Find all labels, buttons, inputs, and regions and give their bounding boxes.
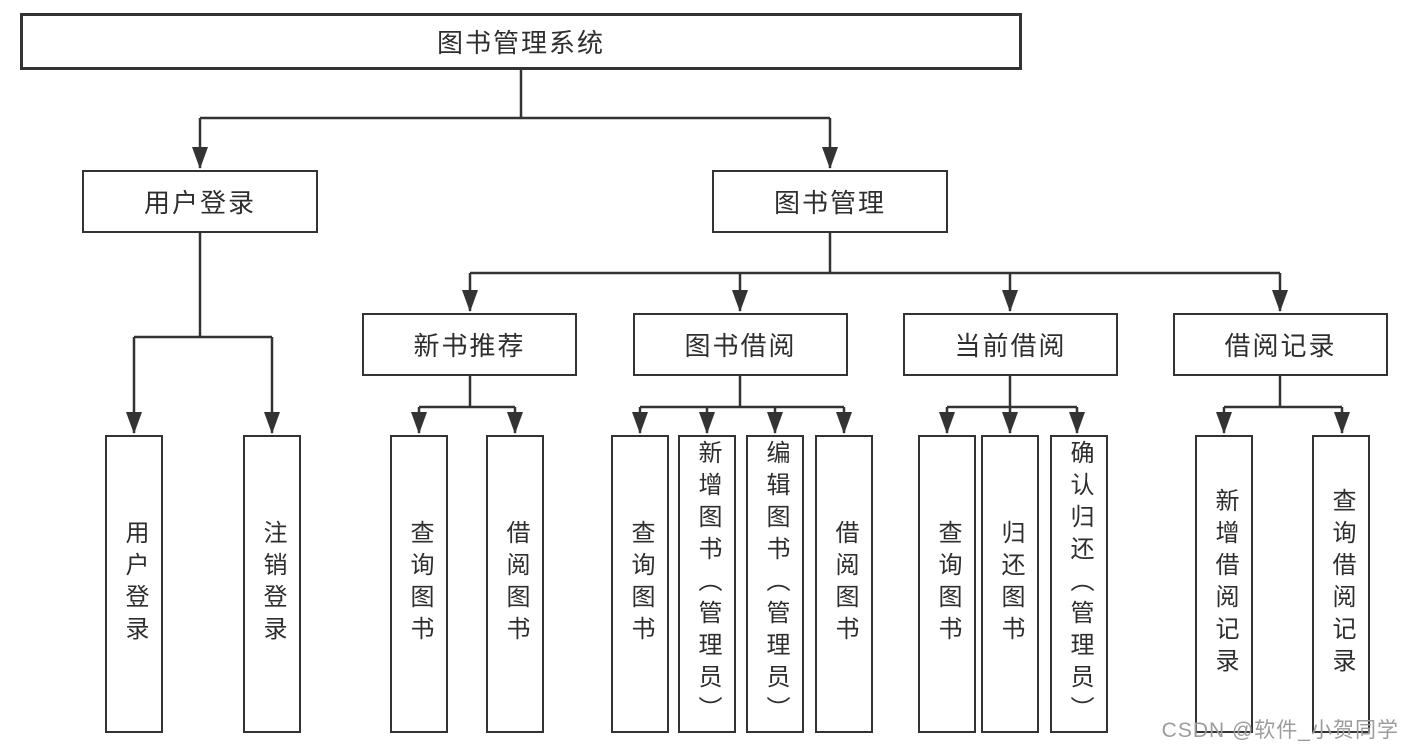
node-leaf-query-book-borrow-label: 查询图书	[627, 520, 654, 648]
node-root-label: 图书管理系统	[436, 28, 605, 58]
node-leaf-logout-login: 注销登录	[243, 435, 301, 733]
node-leaf-query-borrow-record: 查询借阅记录	[1312, 435, 1370, 733]
node-leaf-return-book-label: 归还图书	[997, 520, 1024, 648]
node-leaf-user-login: 用户登录	[105, 435, 163, 733]
node-user-login-label: 用户登录	[143, 188, 256, 218]
node-book-management: 图书管理	[712, 170, 948, 233]
node-leaf-return-book: 归还图书	[981, 435, 1039, 733]
node-book-management-label: 图书管理	[773, 188, 886, 218]
node-book-borrow-label: 图书借阅	[684, 331, 797, 361]
node-leaf-borrow-book-label: 借阅图书	[831, 520, 858, 648]
node-leaf-query-book-current-label: 查询图书	[934, 520, 961, 648]
node-current-borrow-label: 当前借阅	[954, 331, 1067, 361]
node-borrow-record-label: 借阅记录	[1224, 331, 1337, 361]
node-leaf-add-book-admin: 新增图书（管理员）	[678, 435, 736, 733]
node-borrow-record: 借阅记录	[1173, 313, 1388, 376]
node-leaf-borrow-book-recommend-label: 借阅图书	[502, 520, 529, 648]
node-book-borrow: 图书借阅	[633, 313, 848, 376]
node-leaf-query-book-recommend-label: 查询图书	[406, 520, 433, 648]
node-leaf-confirm-return-admin: 确认归还（管理员）	[1050, 435, 1108, 733]
node-leaf-query-book-current: 查询图书	[918, 435, 976, 733]
node-leaf-borrow-book-recommend: 借阅图书	[486, 435, 544, 733]
node-leaf-add-book-admin-label: 新增图书（管理员）	[694, 440, 721, 728]
node-leaf-logout-login-label: 注销登录	[259, 520, 286, 648]
node-root: 图书管理系统	[20, 13, 1022, 70]
node-new-book-recommend: 新书推荐	[362, 313, 577, 376]
node-current-borrow: 当前借阅	[903, 313, 1118, 376]
node-leaf-user-login-label: 用户登录	[121, 520, 148, 648]
csdn-watermark: CSDN @软件_小贺同学	[1161, 719, 1399, 742]
node-leaf-query-borrow-record-label: 查询借阅记录	[1328, 488, 1355, 680]
node-leaf-add-borrow-record-label: 新增借阅记录	[1211, 488, 1238, 680]
node-leaf-borrow-book: 借阅图书	[815, 435, 873, 733]
node-leaf-edit-book-admin: 编辑图书（管理员）	[746, 435, 804, 733]
node-leaf-query-book-borrow: 查询图书	[611, 435, 669, 733]
node-leaf-query-book-recommend: 查询图书	[390, 435, 448, 733]
node-leaf-add-borrow-record: 新增借阅记录	[1195, 435, 1253, 733]
node-leaf-edit-book-admin-label: 编辑图书（管理员）	[762, 440, 789, 728]
node-leaf-confirm-return-admin-label: 确认归还（管理员）	[1066, 440, 1093, 728]
node-new-book-recommend-label: 新书推荐	[413, 331, 526, 361]
node-user-login: 用户登录	[82, 170, 318, 233]
